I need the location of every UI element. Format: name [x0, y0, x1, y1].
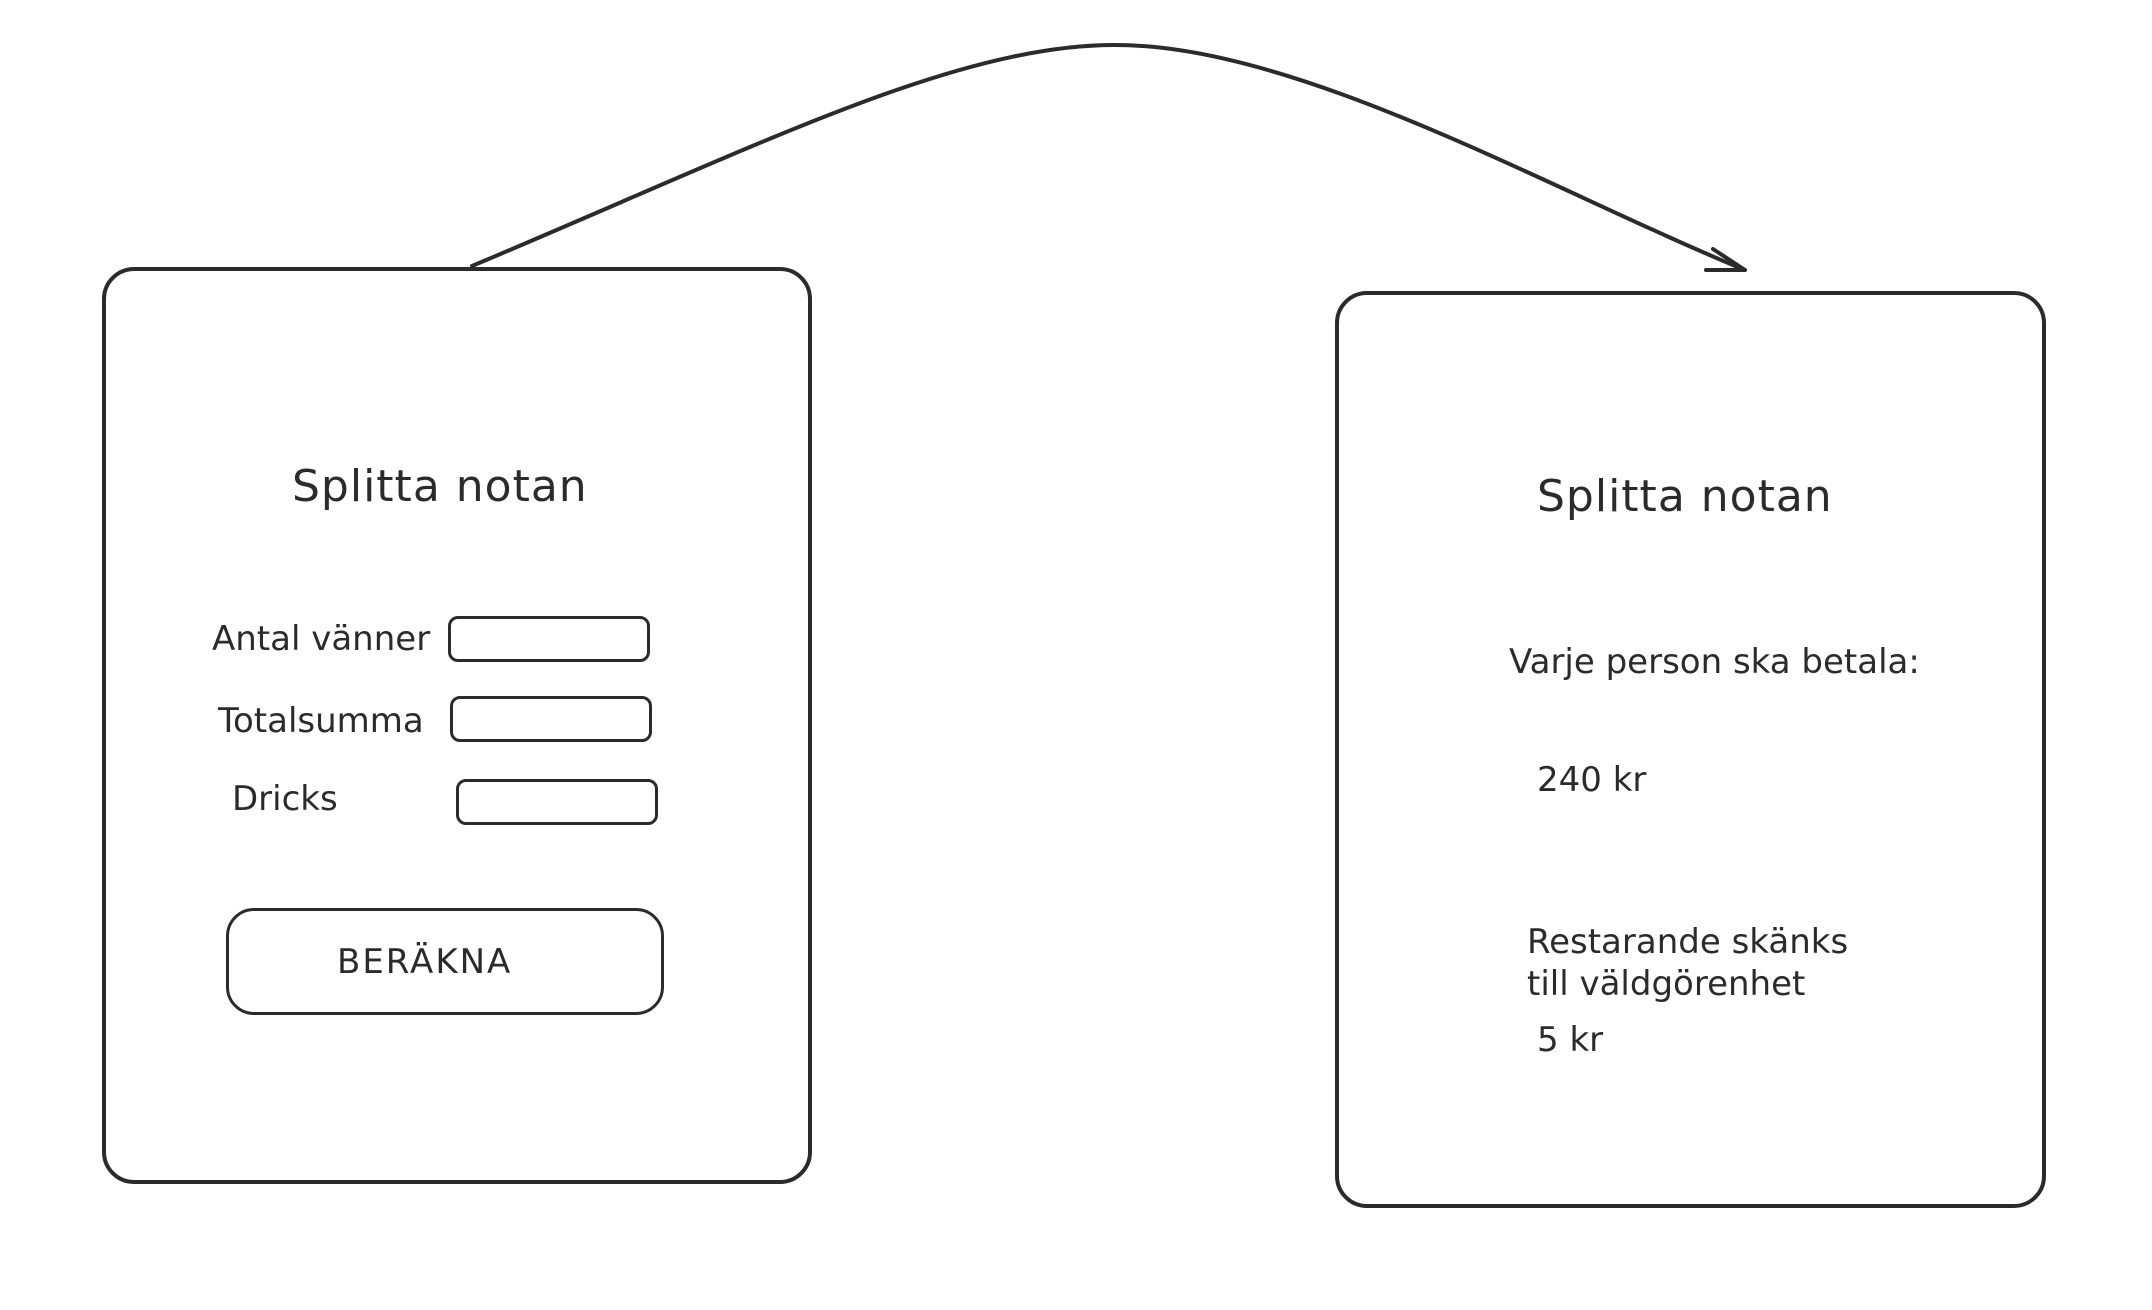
field-label-totalsumma: Totalsumma — [218, 701, 424, 741]
flow-arrow-curve — [470, 42, 1747, 272]
field-label-antal-vanner: Antal vänner — [212, 619, 431, 659]
input-screen-title: Splitta notan — [292, 461, 588, 512]
flow-arrow-head — [1704, 247, 1747, 272]
input-screen: Splitta notan Antal vänner Totalsumma Dr… — [102, 267, 812, 1184]
dricks-input[interactable] — [456, 779, 658, 825]
result-screen: Splitta notan Varje person ska betala: 2… — [1335, 291, 2046, 1208]
remainder-amount: 5 kr — [1537, 1020, 1604, 1060]
antal-vanner-input[interactable] — [448, 616, 650, 662]
totalsumma-input[interactable] — [450, 696, 652, 742]
result-screen-title: Splitta notan — [1537, 471, 1833, 522]
berakna-button[interactable]: BERÄKNA — [226, 908, 664, 1015]
per-person-amount: 240 kr — [1537, 760, 1647, 800]
per-person-label: Varje person ska betala: — [1509, 642, 1920, 682]
remainder-label-line1: Restarande skänks — [1527, 922, 1849, 962]
remainder-label-line2: till väldgörenhet — [1527, 964, 1806, 1004]
field-label-dricks: Dricks — [232, 779, 338, 819]
